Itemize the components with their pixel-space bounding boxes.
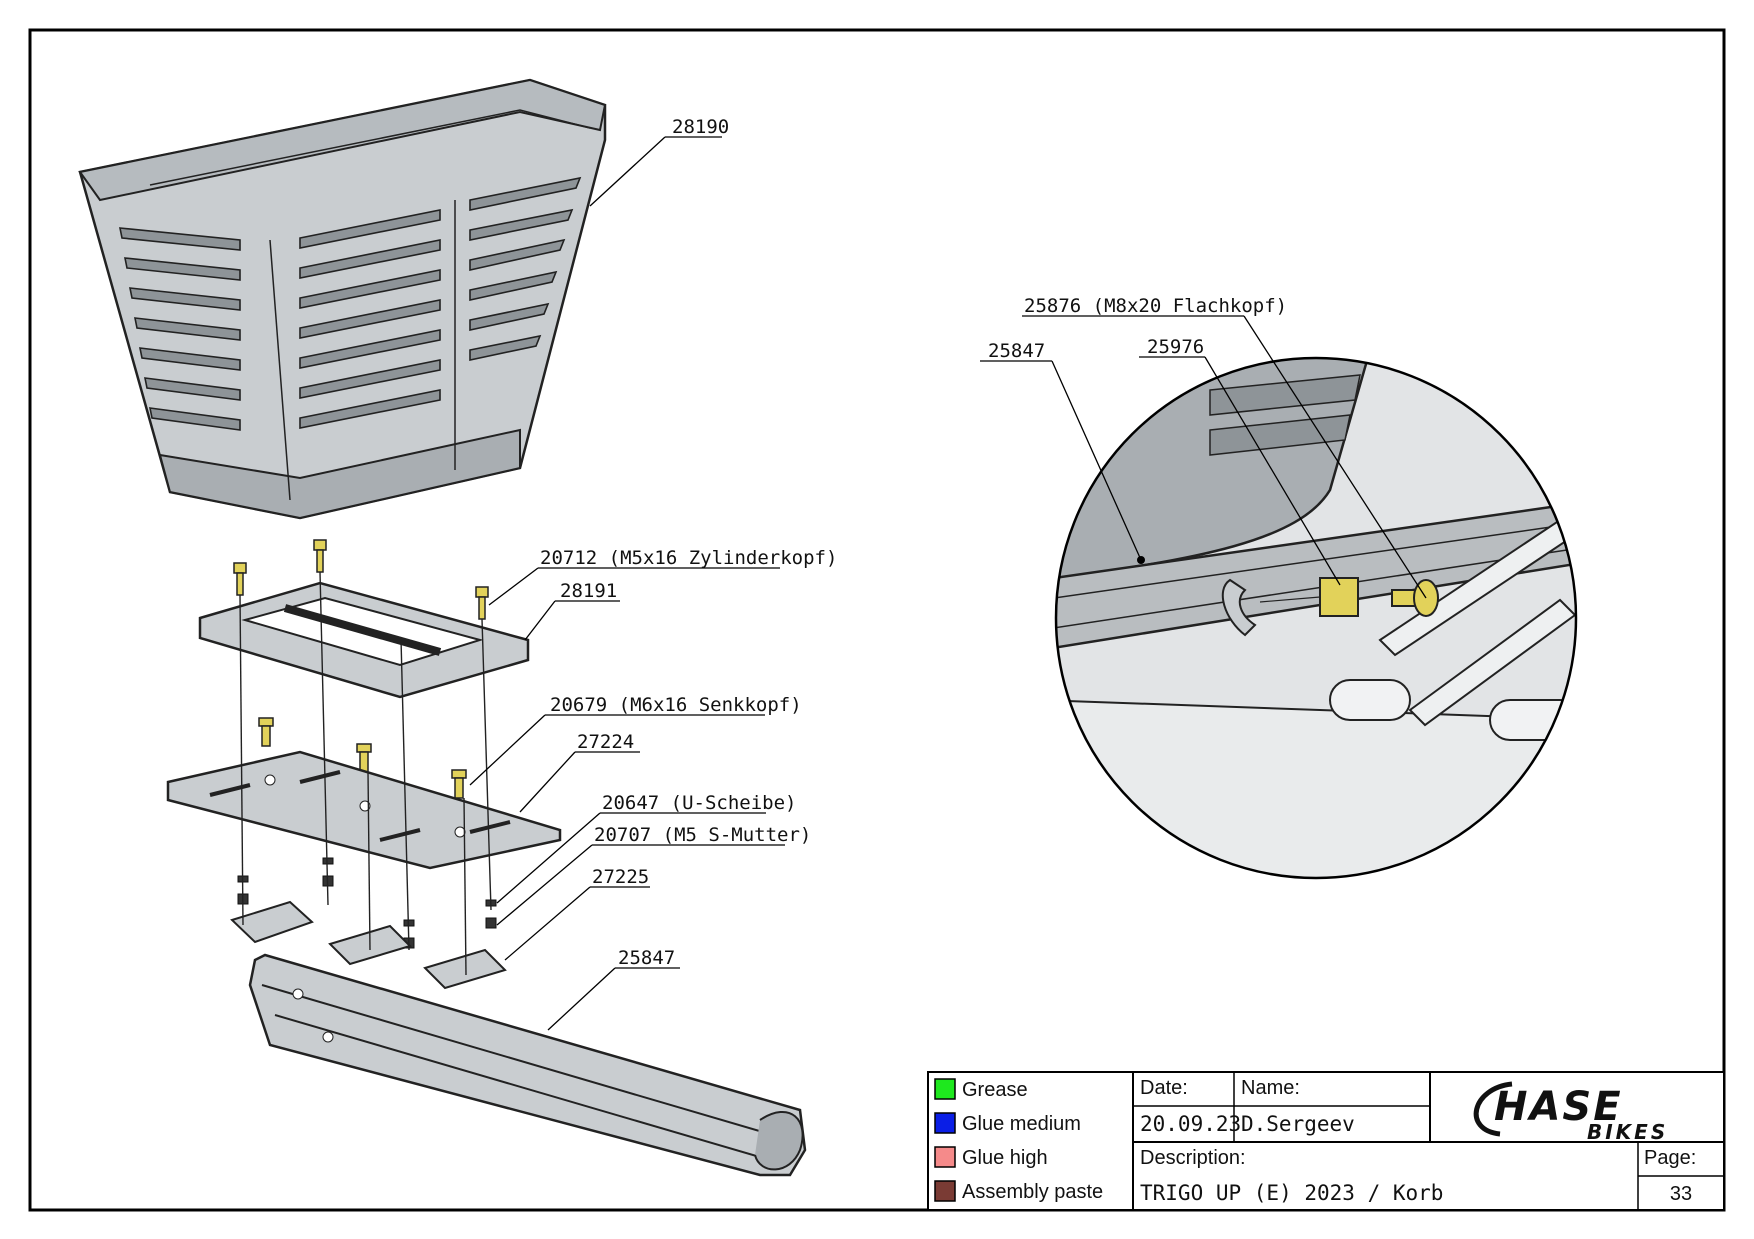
svg-text:HASE: HASE: [1494, 1084, 1623, 1130]
description-label: Description:: [1140, 1147, 1246, 1169]
callout-detail-rail: 25847: [980, 340, 1145, 564]
legend-swatch: [934, 1180, 956, 1202]
svg-text:25847: 25847: [988, 340, 1045, 362]
svg-text:20707 (M5 S-Mutter): 20707 (M5 S-Mutter): [594, 824, 811, 846]
callout-clamp: 27225: [504, 866, 650, 961]
name-value: D.Sergeev: [1241, 1112, 1355, 1136]
svg-text:BIKES: BIKES: [1587, 1120, 1668, 1144]
callout-rail: 25847: [547, 947, 680, 1031]
svg-text:20647 (U-Scheibe): 20647 (U-Scheibe): [602, 792, 796, 814]
callout-washer: 20647 (U-Scheibe): [496, 792, 796, 904]
assembly-axis-lines: [239, 571, 492, 976]
svg-text:20679 (M6x16 Senkkopf): 20679 (M6x16 Senkkopf): [550, 694, 802, 716]
frame-part: [198, 581, 530, 699]
description-value: TRIGO UP (E) 2023 / Korb: [1140, 1181, 1443, 1205]
svg-text:Grease: Grease: [962, 1079, 1028, 1101]
name-label: Name:: [1241, 1077, 1300, 1099]
legend-item-glue-high: Glue high: [934, 1146, 1048, 1169]
svg-text:27225: 27225: [592, 866, 649, 888]
legend-item-assembly-paste: Assembly paste: [934, 1180, 1103, 1203]
svg-text:25847: 25847: [618, 947, 675, 969]
legend-item-grease: Grease: [934, 1078, 1028, 1101]
callout-plate: 27224: [519, 731, 640, 813]
svg-text:27224: 27224: [577, 731, 634, 753]
svg-text:25876 (M8x20 Flachkopf): 25876 (M8x20 Flachkopf): [1024, 295, 1287, 317]
svg-text:25976: 25976: [1147, 336, 1204, 358]
date-value: 20.09.23: [1140, 1112, 1241, 1136]
svg-text:28191: 28191: [560, 580, 617, 602]
callout-screw-m5: 20712 (M5x16 Zylinderkopf): [488, 547, 837, 606]
legend-swatch: [934, 1146, 956, 1168]
svg-text:Glue high: Glue high: [962, 1147, 1048, 1169]
svg-text:28190: 28190: [672, 116, 729, 138]
callout-detail-screw: 25876 (M8x20 Flachkopf): [1022, 295, 1427, 599]
hase-bikes-logo: HASE BIKES: [1473, 1081, 1668, 1144]
legend-swatch: [934, 1078, 956, 1100]
page-label: Page:: [1644, 1147, 1696, 1169]
svg-text:Glue medium: Glue medium: [962, 1113, 1081, 1135]
svg-text:Assembly paste: Assembly paste: [962, 1181, 1103, 1203]
callout-detail-block: 25976: [1139, 336, 1341, 586]
legend-swatch: [934, 1112, 956, 1134]
legend: Grease Glue medium Glue high Assembly pa…: [934, 1078, 1103, 1203]
svg-text:20712 (M5x16 Zylinderkopf): 20712 (M5x16 Zylinderkopf): [540, 547, 837, 569]
page-number: 33: [1670, 1183, 1692, 1205]
rail-part: [248, 953, 807, 1177]
callout-frame: 28191: [524, 580, 620, 641]
plate-part: [166, 750, 562, 870]
callout-nut: 20707 (M5 S-Mutter): [496, 824, 811, 926]
callout-screw-m6: 20679 (M6x16 Senkkopf): [469, 694, 802, 786]
date-label: Date:: [1140, 1077, 1188, 1099]
legend-item-glue-medium: Glue medium: [934, 1112, 1081, 1135]
callout-basket: 28190: [589, 116, 729, 207]
basket-part: [78, 78, 607, 520]
m6-screws: [258, 717, 467, 799]
title-block: [927, 1071, 1725, 1211]
